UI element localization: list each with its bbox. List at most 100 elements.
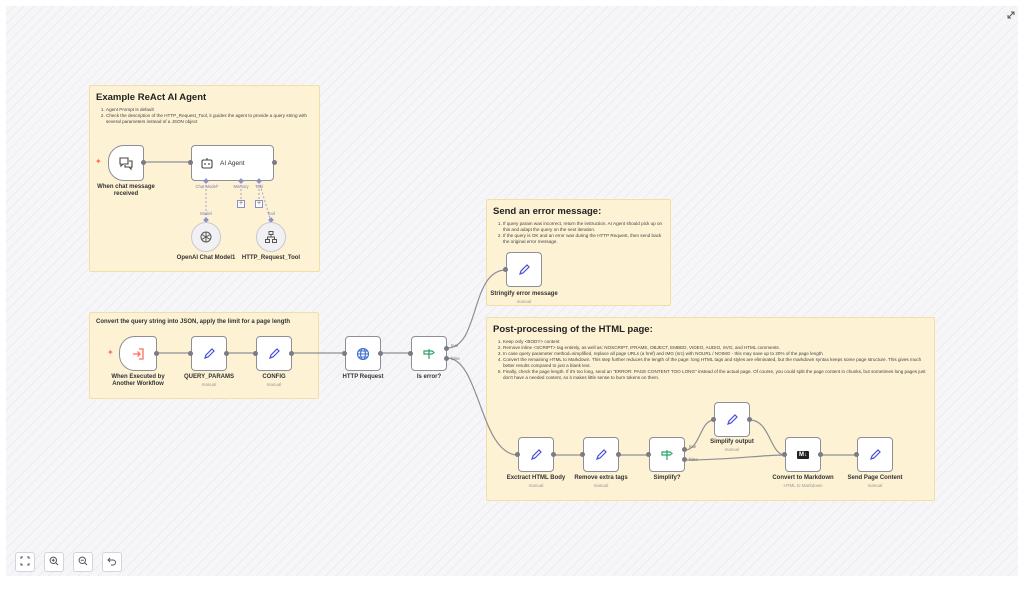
- output-port[interactable]: [616, 452, 621, 457]
- zoom-in-icon: [49, 553, 59, 571]
- config-node[interactable]: [256, 336, 292, 371]
- input-port[interactable]: [342, 351, 347, 356]
- node-label: OpenAI Chat Model1: [176, 255, 236, 261]
- trigger-bolt-icon: ✦: [107, 348, 114, 357]
- port-label: Model: [200, 211, 212, 216]
- node-label: QUERY_PARAMS: [183, 374, 234, 380]
- sticky-item: Check the description of the HTTP_Reques…: [106, 113, 313, 125]
- pencil-icon: [202, 347, 216, 361]
- input-port[interactable]: [188, 160, 193, 165]
- input-port[interactable]: [503, 267, 508, 272]
- sticky-list: Agent Prompt is default Check the descri…: [96, 107, 313, 125]
- sticky-title: Example ReAct AI Agent: [96, 92, 207, 103]
- port-label: Memory: [233, 184, 249, 189]
- node-label: When chat message received: [97, 184, 155, 197]
- http-request-tool-node[interactable]: [256, 222, 286, 252]
- true-output-port[interactable]: [682, 447, 687, 452]
- query-params-node[interactable]: [191, 336, 227, 371]
- input-port[interactable]: [253, 351, 258, 356]
- node-subtitle: manual: [724, 447, 740, 452]
- reset-zoom-button[interactable]: [102, 552, 122, 572]
- zoom-out-button[interactable]: [73, 552, 93, 572]
- output-port[interactable]: [141, 160, 146, 165]
- add-memory-button[interactable]: +: [237, 200, 245, 208]
- output-port[interactable]: [551, 452, 556, 457]
- output-port[interactable]: [378, 351, 383, 356]
- output-port[interactable]: [154, 351, 159, 356]
- connection-line: [684, 454, 786, 461]
- connection-line: [446, 357, 519, 456]
- add-tool-button[interactable]: +: [255, 200, 263, 208]
- false-output-port[interactable]: [682, 457, 687, 462]
- node-label: CONFIG: [262, 374, 286, 380]
- connection-line: [684, 419, 715, 451]
- openai-chat-model-node[interactable]: [191, 222, 221, 252]
- openai-icon: [199, 230, 213, 244]
- node-subtitle: manual: [867, 483, 883, 488]
- pencil-icon: [529, 448, 543, 462]
- branch-label: true: [689, 444, 697, 449]
- input-port[interactable]: [188, 351, 193, 356]
- fit-view-icon: [20, 553, 30, 571]
- signpost-icon: [422, 347, 436, 361]
- output-port[interactable]: [272, 160, 277, 165]
- zoom-in-button[interactable]: [44, 552, 64, 572]
- node-subtitle: HTML to Markdown: [783, 483, 823, 488]
- false-output-port[interactable]: [444, 356, 449, 361]
- convert-to-markdown-node[interactable]: M↓: [785, 437, 821, 472]
- pencil-icon: [868, 448, 882, 462]
- fit-view-button[interactable]: [15, 552, 35, 572]
- sticky-item: Remove inline <SCRIPT> tag entirely, as …: [503, 345, 928, 351]
- branch-label: true: [451, 343, 459, 348]
- canvas-top-margin: [0, 0, 1024, 6]
- output-port[interactable]: [224, 351, 229, 356]
- input-port[interactable]: [408, 351, 413, 356]
- node-label: Convert to Markdown: [772, 475, 834, 481]
- chat-trigger-node[interactable]: [108, 145, 144, 181]
- output-port[interactable]: [289, 351, 294, 356]
- sticky-title: Convert the query string into JSON, appl…: [96, 319, 291, 325]
- simplify-output-node[interactable]: [714, 402, 750, 437]
- node-label: AI Agent: [220, 159, 245, 167]
- pencil-icon: [517, 263, 531, 277]
- stringify-error-node[interactable]: [506, 252, 542, 287]
- expand-icon[interactable]: [1006, 7, 1016, 19]
- simplify-node[interactable]: [649, 437, 685, 472]
- input-port[interactable]: [854, 452, 859, 457]
- sticky-list: Keep only <BODY> content Remove inline <…: [493, 339, 928, 381]
- output-port[interactable]: [747, 417, 752, 422]
- node-label: Simplify output: [710, 439, 754, 445]
- input-port[interactable]: [646, 452, 651, 457]
- pencil-icon: [267, 347, 281, 361]
- is-error-node[interactable]: [411, 336, 447, 371]
- pencil-icon: [725, 413, 739, 427]
- remove-extra-tags-node[interactable]: [583, 437, 619, 472]
- ai-agent-node[interactable]: AI Agent: [191, 145, 274, 181]
- sticky-item: Convert the remaining HTML to Markdown. …: [503, 357, 928, 369]
- sitemap-icon: [264, 230, 278, 244]
- exctract-html-body-node[interactable]: [518, 437, 554, 472]
- port-label: Chat Model*: [195, 184, 219, 189]
- input-port[interactable]: [580, 452, 585, 457]
- pencil-icon: [594, 448, 608, 462]
- true-output-port[interactable]: [444, 346, 449, 351]
- undo-icon: [107, 553, 117, 571]
- http-request-node[interactable]: [345, 336, 381, 371]
- node-label: Send Page Content: [847, 475, 903, 481]
- connection-line: [446, 269, 507, 349]
- input-port[interactable]: [515, 452, 520, 457]
- input-port[interactable]: [782, 452, 787, 457]
- node-label: Is error?: [416, 374, 442, 380]
- canvas-left-margin: [0, 0, 6, 601]
- sticky-item: Keep only <BODY> content: [503, 339, 928, 345]
- robot-icon: [200, 156, 214, 170]
- workflow-trigger-node[interactable]: [119, 336, 157, 371]
- connection-line-dashed: [258, 180, 272, 223]
- output-port[interactable]: [818, 452, 823, 457]
- node-label: Remove extra tags: [574, 475, 628, 481]
- input-port[interactable]: [711, 417, 716, 422]
- port-label: Tool: [255, 184, 263, 189]
- send-page-content-node[interactable]: [857, 437, 893, 472]
